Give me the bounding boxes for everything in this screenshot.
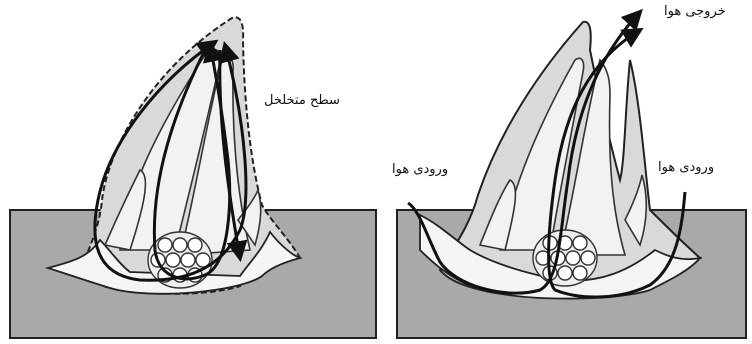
right-follicle xyxy=(533,230,597,286)
label-air-in-left: ورودی هوا xyxy=(392,162,448,177)
left-panel xyxy=(10,17,376,338)
label-air-in-right: ورودی هوا xyxy=(658,160,714,175)
label-porous-surface: سطح متخلخل xyxy=(264,93,340,108)
label-air-out: خروجی هوا xyxy=(664,4,726,19)
right-panel xyxy=(397,12,746,338)
